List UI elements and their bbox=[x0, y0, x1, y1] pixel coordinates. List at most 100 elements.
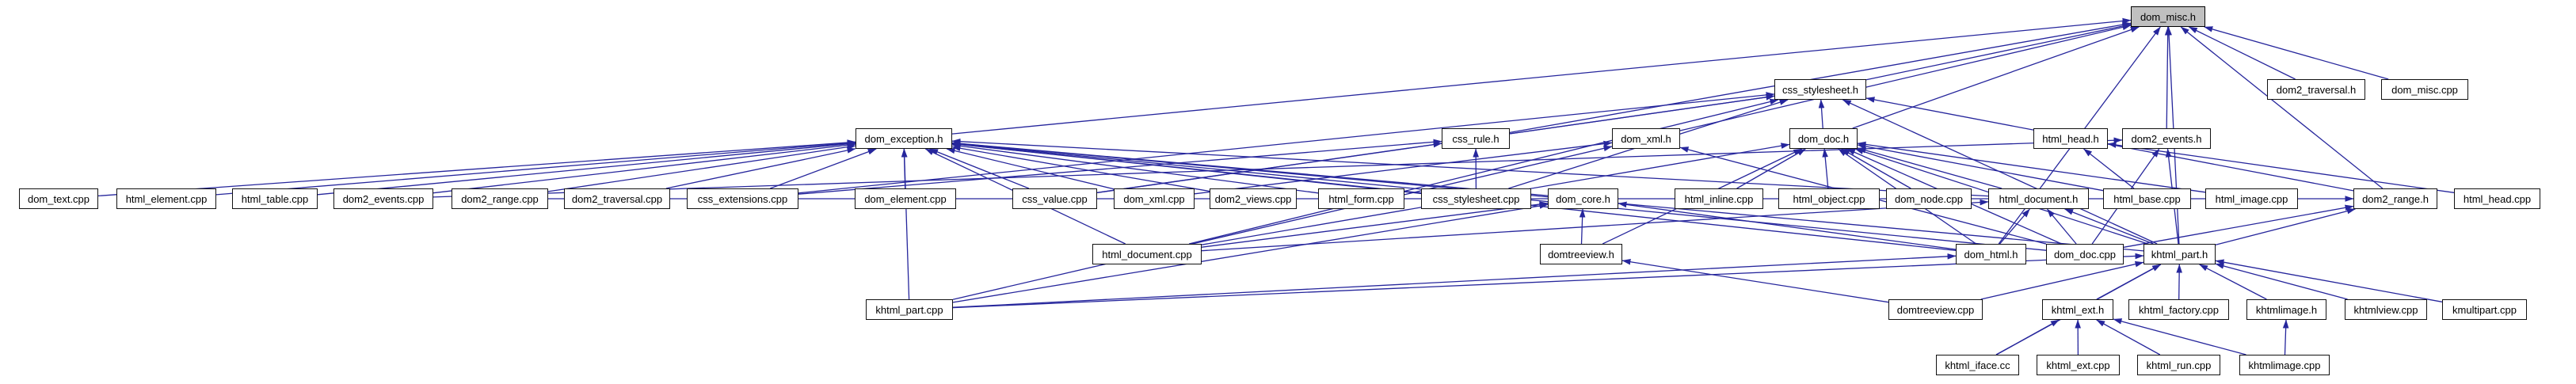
graph-node-khtml_factory_cpp[interactable]: khtml_factory.cpp bbox=[2128, 299, 2229, 320]
edge-domtreeview_cpp-to-khtml_part_h bbox=[1980, 260, 2144, 300]
graph-node-html_document_h[interactable]: html_document.h bbox=[1988, 188, 2089, 209]
graph-node-html_element_cpp[interactable]: html_element.cpp bbox=[116, 188, 216, 209]
edge-html_object_cpp-to-dom_doc_h bbox=[1822, 148, 1829, 189]
graph-node-dom_xml_h[interactable]: dom_xml.h bbox=[1612, 128, 1680, 149]
edge-css_stylesheet_h-to-dom_misc_h bbox=[1865, 23, 2132, 81]
edge-dom2_range_h-to-dom_misc_h bbox=[2180, 26, 2384, 189]
edge-html_document_h-to-dom_doc_h bbox=[1857, 147, 2002, 189]
edge-dom_xml_h-to-dom_misc_h bbox=[1679, 24, 2132, 131]
edge-html_inline_cpp-to-dom_doc_h bbox=[1736, 148, 1806, 189]
graph-node-dom_doc_cpp[interactable]: dom_doc.cpp bbox=[2046, 244, 2124, 264]
graph-node-dom2_views_cpp[interactable]: dom2_views.cpp bbox=[1210, 188, 1297, 209]
graph-node-html_document_cpp[interactable]: html_document.cpp bbox=[1092, 244, 1202, 264]
edge-khtmlimage_cpp-to-khtmlimage_h bbox=[2282, 319, 2289, 355]
graph-node-html_inline_cpp[interactable]: html_inline.cpp bbox=[1675, 188, 1763, 209]
edge-dom_html_h-to-dom_core_h bbox=[1618, 201, 1957, 250]
edge-dom_node_cpp-to-dom_doc_h bbox=[1841, 148, 1911, 189]
graph-node-html_form_cpp[interactable]: html_form.cpp bbox=[1318, 188, 1404, 209]
graph-node-html_base_cpp[interactable]: html_base.cpp bbox=[2103, 188, 2191, 209]
graph-node-dom2_traversal_cpp[interactable]: dom2_traversal.cpp bbox=[564, 188, 670, 209]
graph-node-khtmlimage_h[interactable]: khtmlimage.h bbox=[2246, 299, 2326, 320]
edge-khtml_part_cpp-to-dom_html_h bbox=[952, 253, 1957, 308]
edge-dom_doc_h-to-css_stylesheet_h bbox=[1818, 99, 1825, 129]
edge-dom2_events_h-to-dom_misc_h bbox=[2164, 26, 2171, 129]
graph-node-dom_doc_h[interactable]: dom_doc.h bbox=[1789, 128, 1858, 149]
edge-dom_doc_cpp-to-html_document_h bbox=[2046, 208, 2077, 245]
graph-node-html_image_cpp[interactable]: html_image.cpp bbox=[2205, 188, 2298, 209]
graph-node-dom2_range_cpp[interactable]: dom2_range.cpp bbox=[452, 188, 548, 209]
edge-khtmlview_cpp-to-khtml_part_h bbox=[2215, 263, 2348, 300]
graph-node-css_value_cpp[interactable]: css_value.cpp bbox=[1012, 188, 1097, 209]
graph-node-khtmlview_cpp[interactable]: khtmlview.cpp bbox=[2345, 299, 2427, 320]
graph-node-css_stylesheet_cpp[interactable]: css_stylesheet.cpp bbox=[1421, 188, 1531, 209]
graph-node-domtreeview_cpp[interactable]: domtreeview.cpp bbox=[1888, 299, 1983, 320]
edge-khtmlimage_cpp-to-khtml_ext_h bbox=[2113, 318, 2246, 355]
graph-node-khtml_iface_cc[interactable]: khtml_iface.cc bbox=[1936, 355, 2019, 375]
edge-domtreeview_cpp-to-domtreeview_h bbox=[1621, 258, 1889, 303]
edge-dom2_views_cpp-to-dom_exception_h bbox=[951, 145, 1210, 192]
edge-css_value_cpp-to-dom_exception_h bbox=[929, 148, 1030, 189]
edge-html_base_cpp-to-dom_doc_h bbox=[1857, 143, 2104, 192]
graph-node-dom2_traversal_h[interactable]: dom2_traversal.h bbox=[2267, 79, 2365, 100]
edge-khtml_part_h-to-html_document_h bbox=[2064, 208, 2154, 245]
graph-node-dom_exception_h[interactable]: dom_exception.h bbox=[855, 128, 952, 149]
graph-node-css_extensions_cpp[interactable]: css_extensions.cpp bbox=[687, 188, 798, 209]
graph-node-html_head_cpp[interactable]: html_head.cpp bbox=[2454, 188, 2540, 209]
edge-html_document_h-to-dom_exception_h bbox=[951, 138, 1989, 197]
graph-node-dom_html_h[interactable]: dom_html.h bbox=[1956, 244, 2026, 264]
graph-node-dom_xml_cpp[interactable]: dom_xml.cpp bbox=[1114, 188, 1195, 209]
edge-kmultipart_cpp-to-khtml_part_h bbox=[2215, 259, 2443, 302]
edge-khtml_part_cpp-to-dom_xml_h bbox=[952, 145, 1613, 300]
edge-html_table_cpp-to-dom_exception_h bbox=[317, 141, 856, 196]
edge-khtml_factory_cpp-to-khtml_part_h bbox=[2176, 264, 2182, 300]
graph-node-khtml_ext_h[interactable]: khtml_ext.h bbox=[2042, 299, 2113, 320]
edge-dom_xml_cpp-to-dom_exception_h bbox=[946, 147, 1115, 190]
edge-khtml_part_h-to-dom2_range_h bbox=[2215, 207, 2356, 245]
edge-dom2_events_cpp-to-dom2_events_h bbox=[433, 137, 2123, 198]
graph-node-dom_text_cpp[interactable]: dom_text.cpp bbox=[19, 188, 98, 209]
graph-node-dom2_range_h[interactable]: dom2_range.h bbox=[2353, 188, 2437, 209]
graph-node-domtreeview_h[interactable]: domtreeview.h bbox=[1540, 244, 1622, 264]
edge-dom_xml_cpp-to-dom_xml_h bbox=[1194, 140, 1613, 195]
edge-khtml_part_cpp-to-dom_core_h bbox=[952, 203, 1549, 303]
edge-dom_exception_h-to-dom_misc_h bbox=[951, 17, 2132, 135]
edges bbox=[97, 17, 2455, 355]
graph-node-dom2_events_cpp[interactable]: dom2_events.cpp bbox=[333, 188, 433, 209]
graph-node-css_stylesheet_h[interactable]: css_stylesheet.h bbox=[1774, 79, 1866, 100]
edge-css_rule_h-to-dom_misc_h bbox=[1509, 21, 2132, 134]
edge-dom2_traversal_h-to-dom_misc_h bbox=[2188, 26, 2296, 80]
edge-dom2_range_cpp-to-dom_exception_h bbox=[547, 143, 856, 192]
graph-node-dom_core_h[interactable]: dom_core.h bbox=[1548, 188, 1618, 209]
graph-node-dom_misc_cpp[interactable]: dom_misc.cpp bbox=[2381, 79, 2468, 100]
graph-node-css_rule_h[interactable]: css_rule.h bbox=[1442, 128, 1510, 149]
graph-node-html_table_cpp[interactable]: html_table.cpp bbox=[232, 188, 318, 209]
edge-dom_html_h-to-html_document_h bbox=[1999, 208, 2030, 245]
edge-css_extensions_cpp-to-dom_exception_h bbox=[770, 148, 877, 189]
graph-node-khtml_part_cpp[interactable]: khtml_part.cpp bbox=[866, 299, 953, 320]
edge-dom_doc_cpp-to-dom2_range_h bbox=[2123, 204, 2354, 248]
graph-node-khtmlimage_cpp[interactable]: khtmlimage.cpp bbox=[2239, 355, 2330, 375]
graph-node-kmultipart_cpp[interactable]: kmultipart.cpp bbox=[2442, 299, 2527, 320]
graph-node-khtml_run_cpp[interactable]: khtml_run.cpp bbox=[2137, 355, 2220, 375]
edge-html_base_cpp-to-html_head_h bbox=[2083, 148, 2135, 189]
edge-html_document_cpp-to-css_stylesheet_h bbox=[1188, 98, 1779, 245]
edge-dom_misc_cpp-to-dom_misc_h bbox=[2204, 26, 2389, 80]
edge-css_extensions_cpp-to-css_stylesheet_h bbox=[798, 92, 1775, 194]
graph-node-dom_element_cpp[interactable]: dom_element.cpp bbox=[855, 188, 956, 209]
edge-domtreeview_h-to-dom_core_h bbox=[1579, 208, 1586, 245]
edge-khtml_run_cpp-to-khtml_ext_h bbox=[2096, 319, 2161, 355]
edge-html_document_cpp-to-html_document_h bbox=[1201, 199, 1989, 252]
edge-dom2_traversal_cpp-to-dom_exception_h bbox=[665, 147, 856, 189]
graph-node-dom2_events_h[interactable]: dom2_events.h bbox=[2122, 128, 2211, 149]
graph-node-html_head_h[interactable]: html_head.h bbox=[2033, 128, 2108, 149]
graph-node-html_object_cpp[interactable]: html_object.cpp bbox=[1778, 188, 1880, 209]
graph-node-khtml_ext_cpp[interactable]: khtml_ext.cpp bbox=[2037, 355, 2120, 375]
graph-node-dom_node_cpp[interactable]: dom_node.cpp bbox=[1886, 188, 1972, 209]
edge-khtml_iface_cc-to-khtml_ext_h bbox=[1995, 319, 2060, 355]
graph-node-khtml_part_h[interactable]: khtml_part.h bbox=[2143, 244, 2216, 264]
edge-html_image_cpp-to-dom_doc_h bbox=[1857, 141, 2206, 193]
graph-node-dom_misc_h[interactable]: dom_misc.h bbox=[2131, 6, 2205, 27]
